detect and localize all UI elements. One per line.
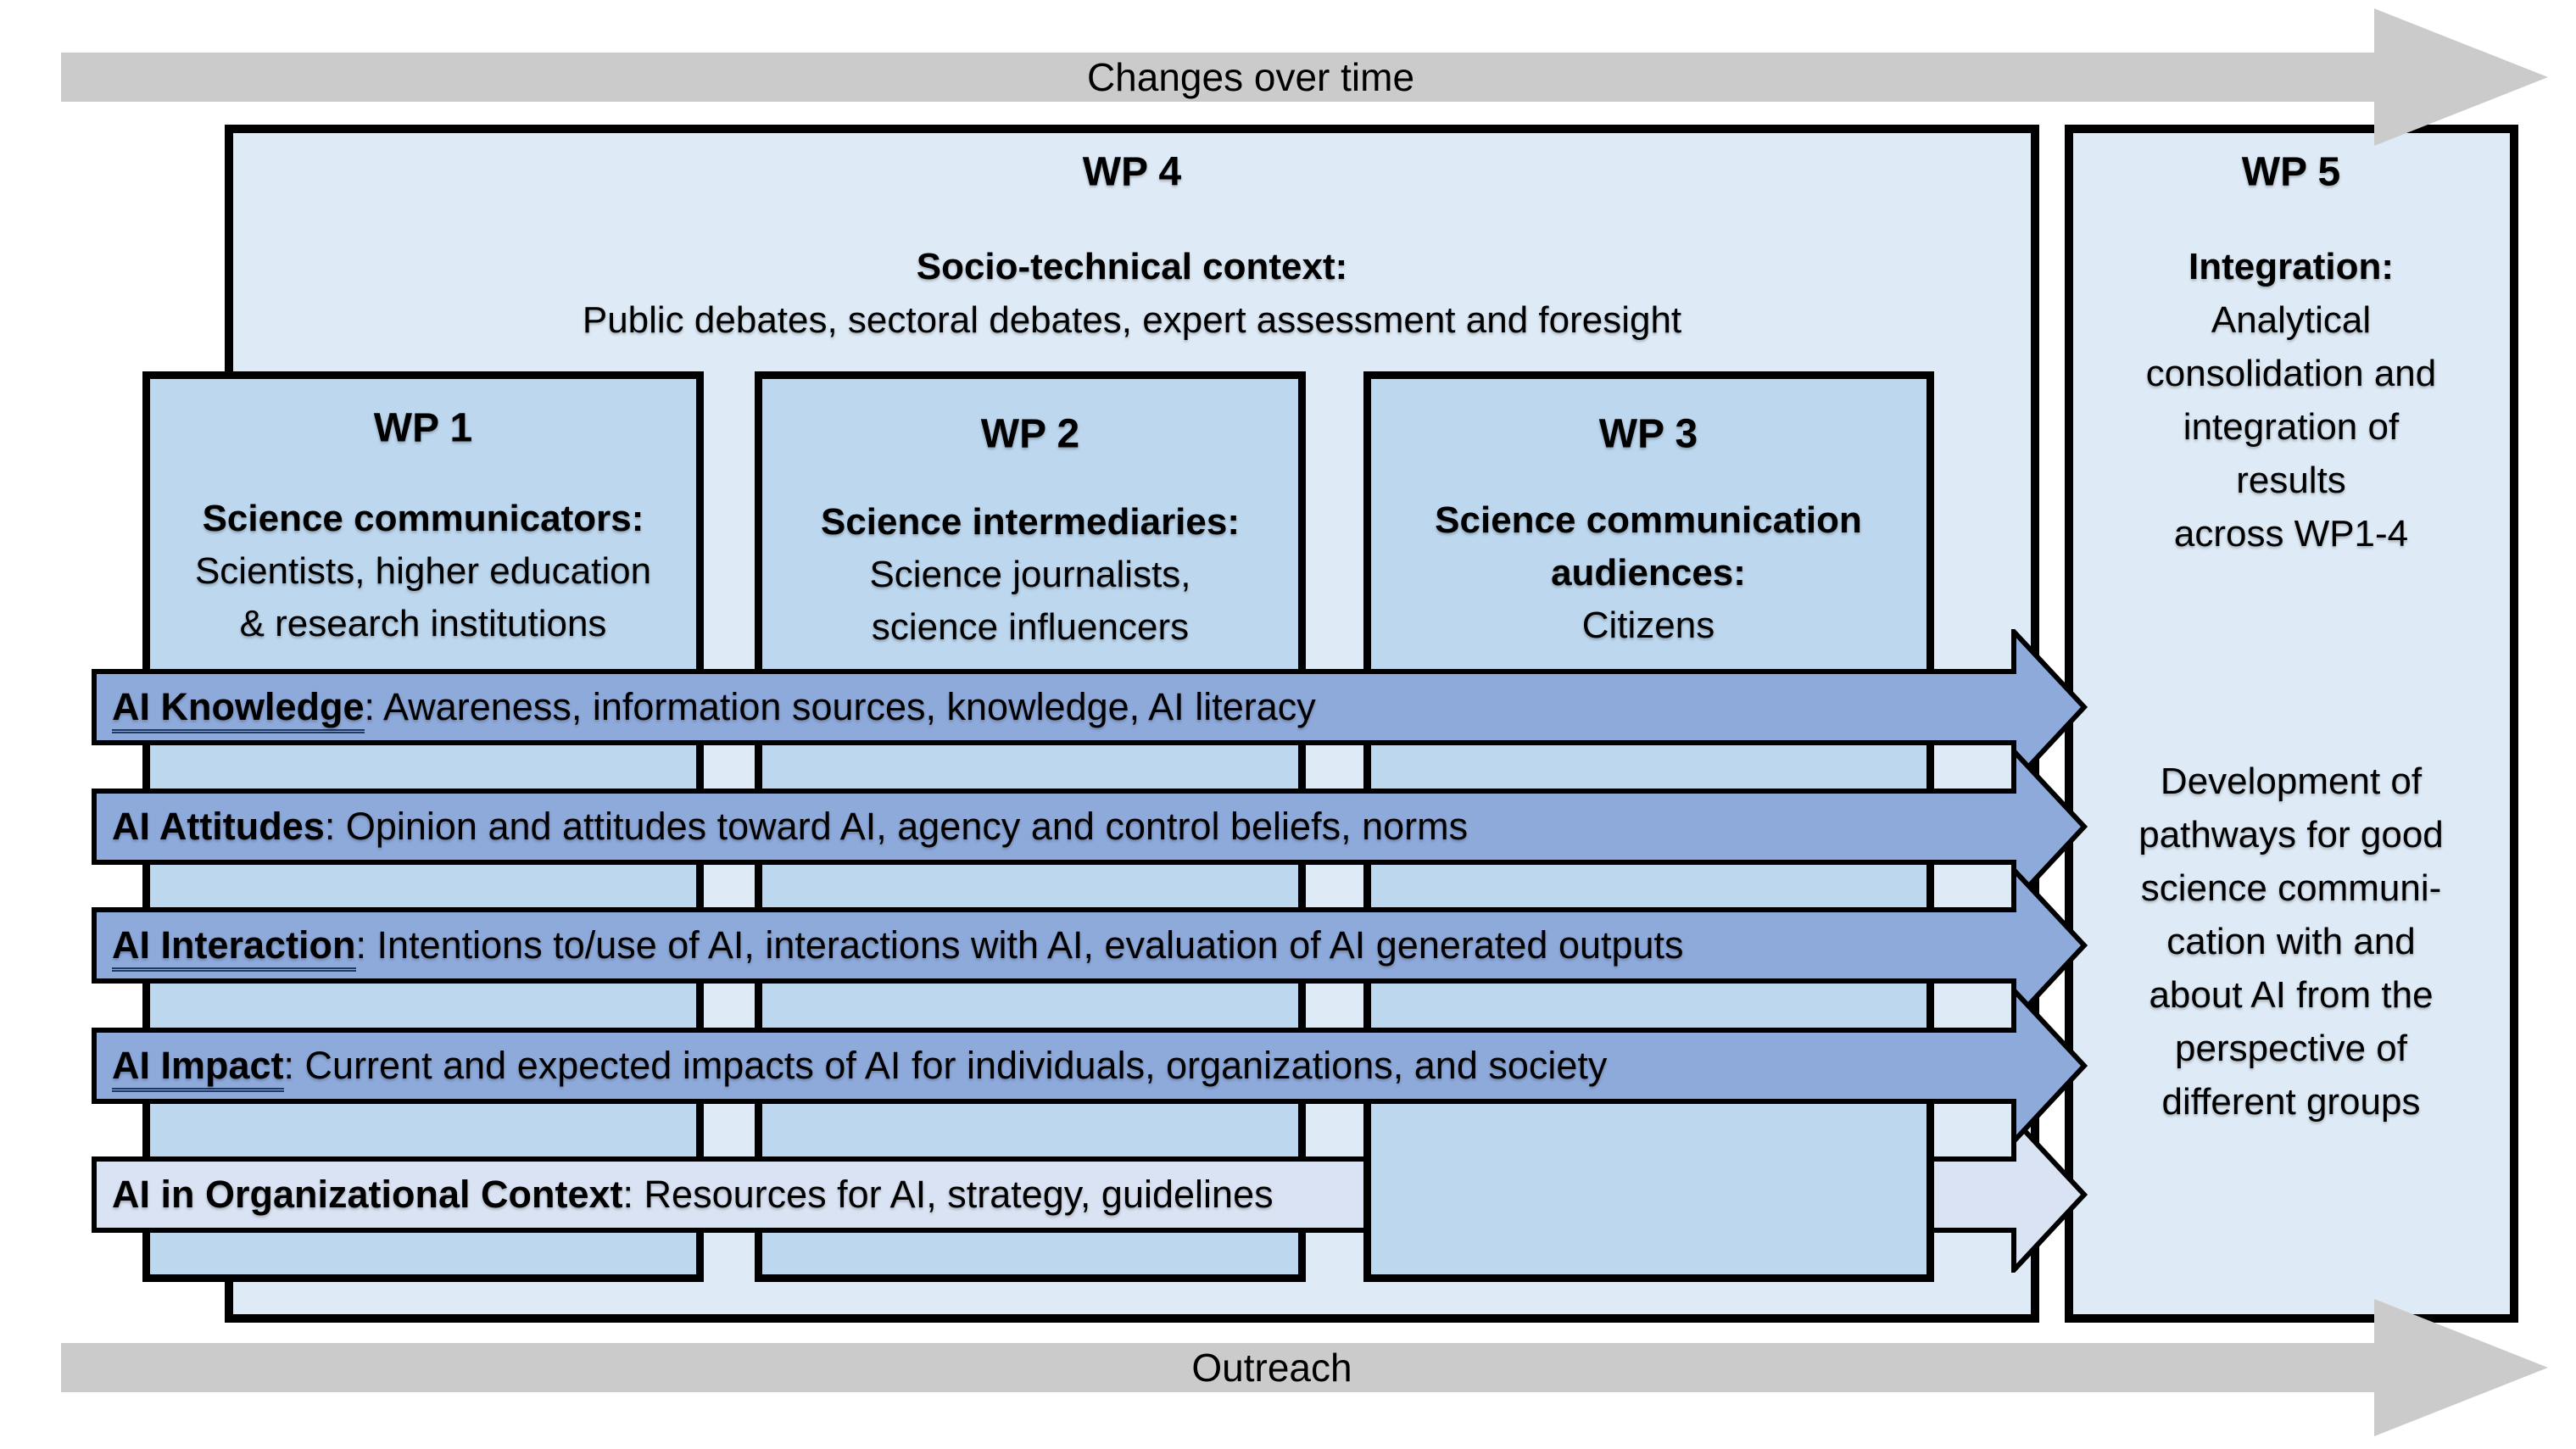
ai-interaction-term: AI Interaction bbox=[112, 923, 356, 972]
wp5-integration-heading: Integration: bbox=[2188, 246, 2394, 287]
wp5-box bbox=[2065, 125, 2518, 1323]
wp5-integration-line: results bbox=[2236, 460, 2346, 501]
outreach-label: Outreach bbox=[1191, 1346, 1352, 1390]
ai-attitudes-arrow bbox=[92, 749, 2088, 905]
wp2-line: Science journalists, bbox=[869, 554, 1191, 595]
wp3-line: Citizens bbox=[1581, 605, 1715, 646]
wp4-title: WP 4 bbox=[1082, 149, 1182, 195]
wp2-title: WP 2 bbox=[980, 411, 1080, 457]
changes-over-time-arrow bbox=[61, 8, 2548, 146]
ai-attitudes-term: AI Attitudes bbox=[112, 805, 325, 848]
wp5-integration-line: integration of bbox=[2183, 406, 2400, 448]
ai-knowledge-desc: : Awareness, information sources, knowle… bbox=[364, 685, 1316, 728]
wp5-integration-line: Analytical bbox=[2211, 299, 2372, 341]
wp2-heading: Science intermediaries: bbox=[820, 501, 1241, 543]
ai-interaction-arrow bbox=[92, 867, 2088, 1023]
wp4-subtitle-text: Public debates, sectoral debates, expert… bbox=[582, 299, 1682, 341]
ai-impact-desc: : Current and expected impacts of AI for… bbox=[283, 1044, 1608, 1087]
ai-organizational-context-label: AI in Organizational Context: Resources … bbox=[112, 1173, 1274, 1217]
ai-knowledge-label: AI Knowledge: Awareness, information sou… bbox=[112, 685, 1316, 733]
wp5-integration-line: consolidation and bbox=[2145, 353, 2437, 394]
wp1-line: & research institutions bbox=[239, 603, 607, 644]
ai-organizational-context-desc: : Resources for AI, strategy, guidelines bbox=[622, 1173, 1274, 1216]
wp5-development-line: perspective of bbox=[2175, 1028, 2407, 1069]
wp1-title: WP 1 bbox=[373, 405, 473, 451]
wp5-title: WP 5 bbox=[2241, 149, 2341, 195]
ai-organizational-context-arrow bbox=[92, 1117, 2088, 1273]
ai-impact-arrow bbox=[92, 988, 2088, 1144]
wp5-development-line: different groups bbox=[2161, 1081, 2421, 1123]
ai-attitudes-label: AI Attitudes: Opinion and attitudes towa… bbox=[112, 805, 1468, 849]
changes-over-time-label: Changes over time bbox=[1086, 55, 1415, 99]
wp4-subtitle-heading: Socio-technical context: bbox=[916, 246, 1348, 287]
ai-attitudes-desc: : Opinion and attitudes toward AI, agenc… bbox=[324, 805, 1469, 848]
wp5-development-line: science communi- bbox=[2140, 867, 2442, 909]
outreach-arrow bbox=[61, 1299, 2548, 1436]
wp3-heading: Science communication bbox=[1435, 499, 1862, 541]
ai-impact-label: AI Impact: Current and expected impacts … bbox=[112, 1044, 1608, 1092]
wp5-development-line: Development of bbox=[2160, 761, 2423, 802]
ai-organizational-context-term: AI in Organizational Context bbox=[112, 1173, 623, 1216]
ai-knowledge-term: AI Knowledge bbox=[112, 685, 365, 733]
wp1-heading: Science communicators: bbox=[202, 498, 644, 539]
ai-impact-term: AI Impact bbox=[112, 1044, 284, 1092]
wp5-development-line: about AI from the bbox=[2149, 974, 2434, 1016]
wp2-line: science influencers bbox=[871, 606, 1190, 648]
wp5-development-line: pathways for good bbox=[2138, 814, 2444, 855]
wp5-development-line: cation with and bbox=[2166, 921, 2416, 962]
wp3-heading: audiences: bbox=[1551, 552, 1746, 594]
wp3-title: WP 3 bbox=[1598, 411, 1698, 457]
ai-interaction-label: AI Interaction: Intentions to/use of AI,… bbox=[112, 923, 1684, 972]
wp1-line: Scientists, higher education bbox=[194, 550, 652, 592]
wp5-integration-line: across WP1-4 bbox=[2173, 513, 2409, 555]
ai-knowledge-arrow bbox=[92, 629, 2088, 785]
ai-interaction-desc: : Intentions to/use of AI, interactions … bbox=[355, 923, 1684, 967]
